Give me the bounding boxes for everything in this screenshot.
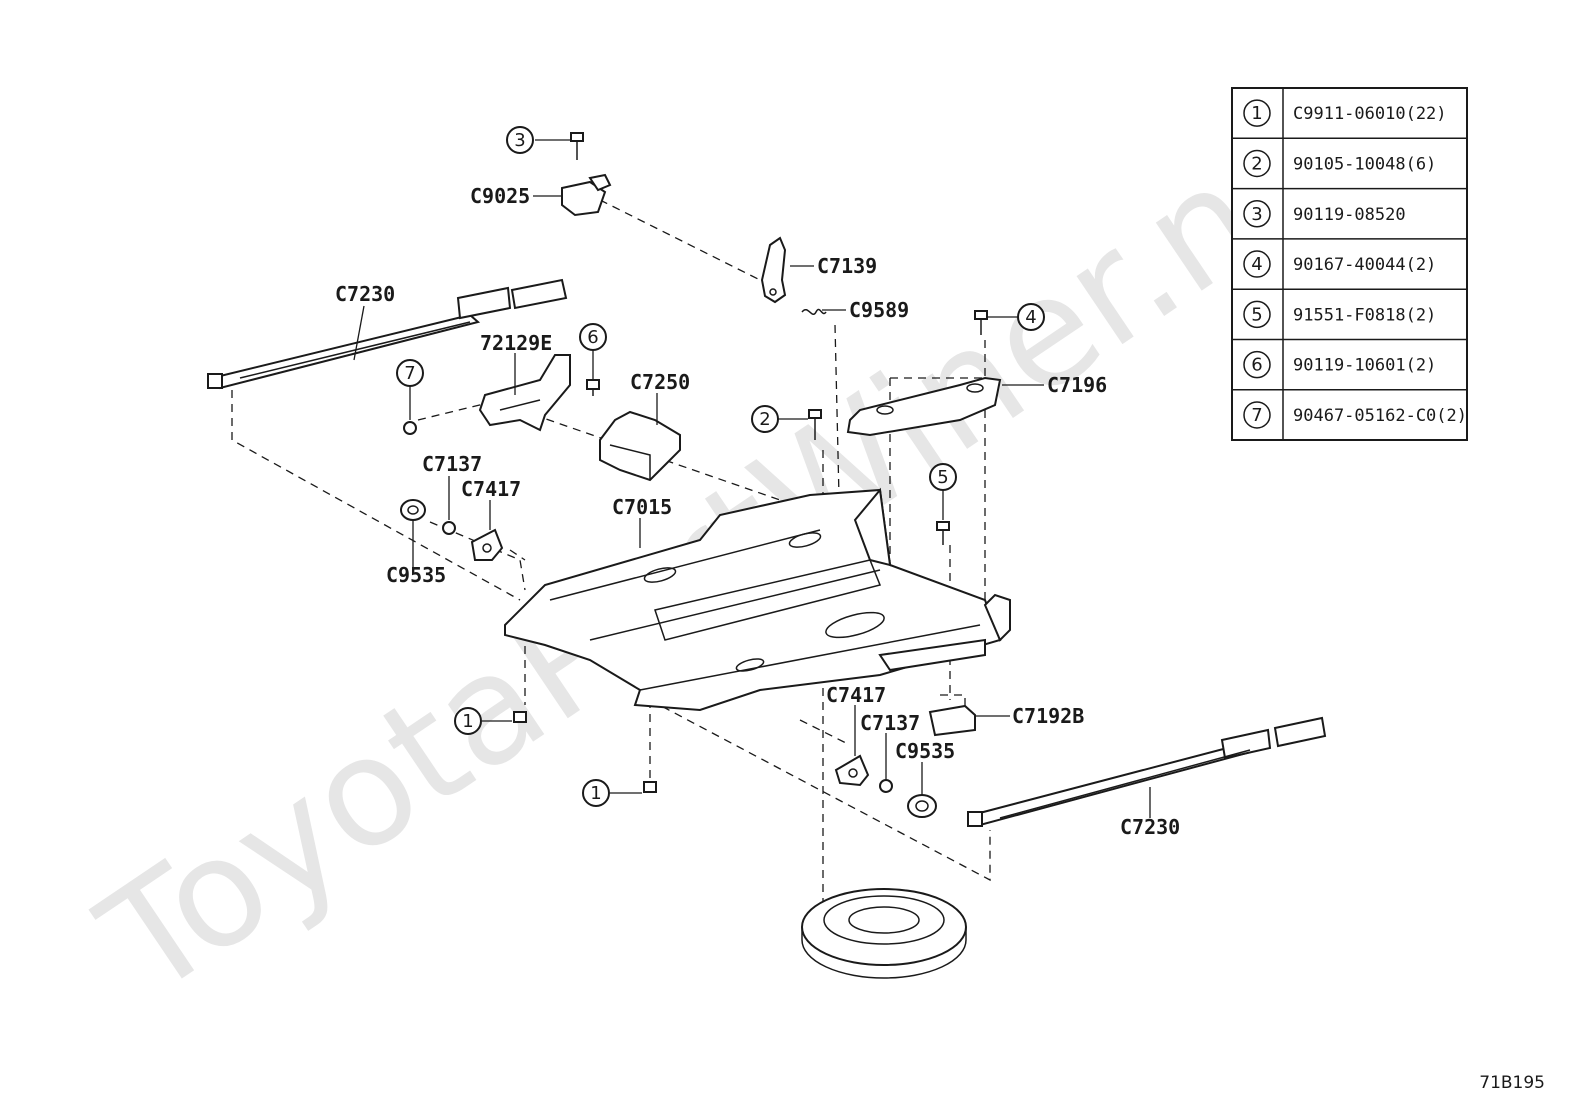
label-c9589: C9589: [849, 298, 909, 322]
legend-number: 5: [1251, 304, 1262, 325]
svg-text:5: 5: [937, 467, 948, 488]
callout-2: 2: [751, 405, 779, 433]
callout-4: 4: [1017, 303, 1045, 331]
fasteners: [403, 132, 988, 793]
legend-number-circle: [1243, 200, 1271, 228]
legend-number: 4: [1251, 254, 1262, 275]
bushing-c9535-top: [400, 499, 426, 521]
bracket-c7417-bottom: [834, 754, 870, 787]
parts-legend-table: 1 C9911-06010(22) 2 90105-10048(6) 3 90119-08…: [1231, 87, 1468, 441]
label-c7192b: C7192B: [1012, 704, 1084, 728]
washer-c7137-bottom: [879, 779, 893, 793]
svg-text:4: 4: [1025, 307, 1036, 328]
label-c7137-top: C7137: [422, 452, 482, 476]
bracket-72129e: [478, 354, 571, 432]
rail-bottom-right: [967, 716, 1327, 827]
legend-number: 7: [1251, 405, 1262, 426]
main-frame: [504, 487, 1011, 712]
label-c9535-bottom: C9535: [895, 739, 955, 763]
legend-part-number: 90105-10048(6): [1293, 154, 1436, 174]
spring-c9589: [801, 308, 827, 315]
label-c7139: C7139: [817, 254, 877, 278]
legend-number-circle: [1243, 350, 1271, 379]
block-c7192b: [928, 704, 976, 737]
legend-part-number: 91551-F0818(2): [1293, 305, 1436, 325]
label-c7137-bottom: C7137: [860, 711, 920, 735]
legend-number: 1: [1251, 103, 1262, 124]
label-c9535-top: C9535: [386, 563, 446, 587]
label-c7196: C7196: [1047, 373, 1107, 397]
legend-number: 6: [1251, 355, 1262, 376]
callout-3: 3: [506, 126, 534, 154]
label-72129e: 72129E: [480, 331, 552, 355]
legend-part-number: 90467-05162-C0(2): [1293, 406, 1467, 426]
label-c7015: C7015: [612, 495, 672, 519]
rail-top-left: [207, 278, 568, 390]
label-c7417-top: C7417: [461, 477, 521, 501]
legend-part-number: C9911-06010(22): [1293, 104, 1447, 124]
svg-text:3: 3: [514, 130, 525, 151]
bushing-c9535-bottom: [907, 794, 937, 818]
callout-7: 7: [396, 359, 424, 387]
legend-number-circle: [1243, 99, 1271, 127]
bracket-c9025: [561, 173, 612, 217]
callout-5: 5: [929, 463, 957, 491]
legend-number-circle: [1243, 149, 1271, 178]
washer-c7137-top: [442, 521, 456, 535]
callout-1a: 1: [454, 707, 482, 735]
legend-rows: 1 C9911-06010(22) 2 90105-10048(6) 3 90119-08…: [1232, 99, 1467, 429]
lever-c7139: [760, 236, 787, 304]
legend-number: 3: [1251, 204, 1262, 225]
label-c7250: C7250: [630, 370, 690, 394]
turntable-ring: [801, 888, 967, 979]
legend-part-number: 90119-10601(2): [1293, 356, 1436, 376]
leader-lines: [353, 139, 1151, 818]
svg-text:2: 2: [759, 409, 770, 430]
diagram-code: 71B195: [1479, 1073, 1545, 1093]
label-c9025: C9025: [470, 184, 530, 208]
bracket-c7250: [599, 410, 681, 482]
legend-number-circle: [1243, 300, 1271, 329]
callout-1b: 1: [582, 779, 610, 807]
legend-number: 2: [1251, 153, 1262, 174]
legend-number-circle: [1243, 250, 1271, 278]
stopper-c7196: [846, 376, 1002, 437]
callout-6: 6: [579, 323, 607, 351]
legend-part-number: 90167-40044(2): [1293, 255, 1436, 275]
label-c7417-bottom: C7417: [826, 683, 886, 707]
label-c7230-bottom: C7230: [1120, 815, 1180, 839]
svg-text:6: 6: [587, 327, 598, 348]
callout-markers: 3 2 4 5 6 7 1 1: [396, 126, 1045, 807]
svg-text:7: 7: [404, 363, 415, 384]
svg-text:1: 1: [590, 783, 601, 804]
label-c7230-top: C7230: [335, 282, 395, 306]
part-labels: C9025 C7139 C9589 C7230 C7230 72129E C72…: [335, 184, 1180, 839]
legend-number-circle: [1243, 401, 1271, 429]
legend-part-number: 90119-08520: [1293, 205, 1406, 225]
svg-text:1: 1: [462, 711, 473, 732]
bracket-c7417-top: [470, 528, 504, 561]
